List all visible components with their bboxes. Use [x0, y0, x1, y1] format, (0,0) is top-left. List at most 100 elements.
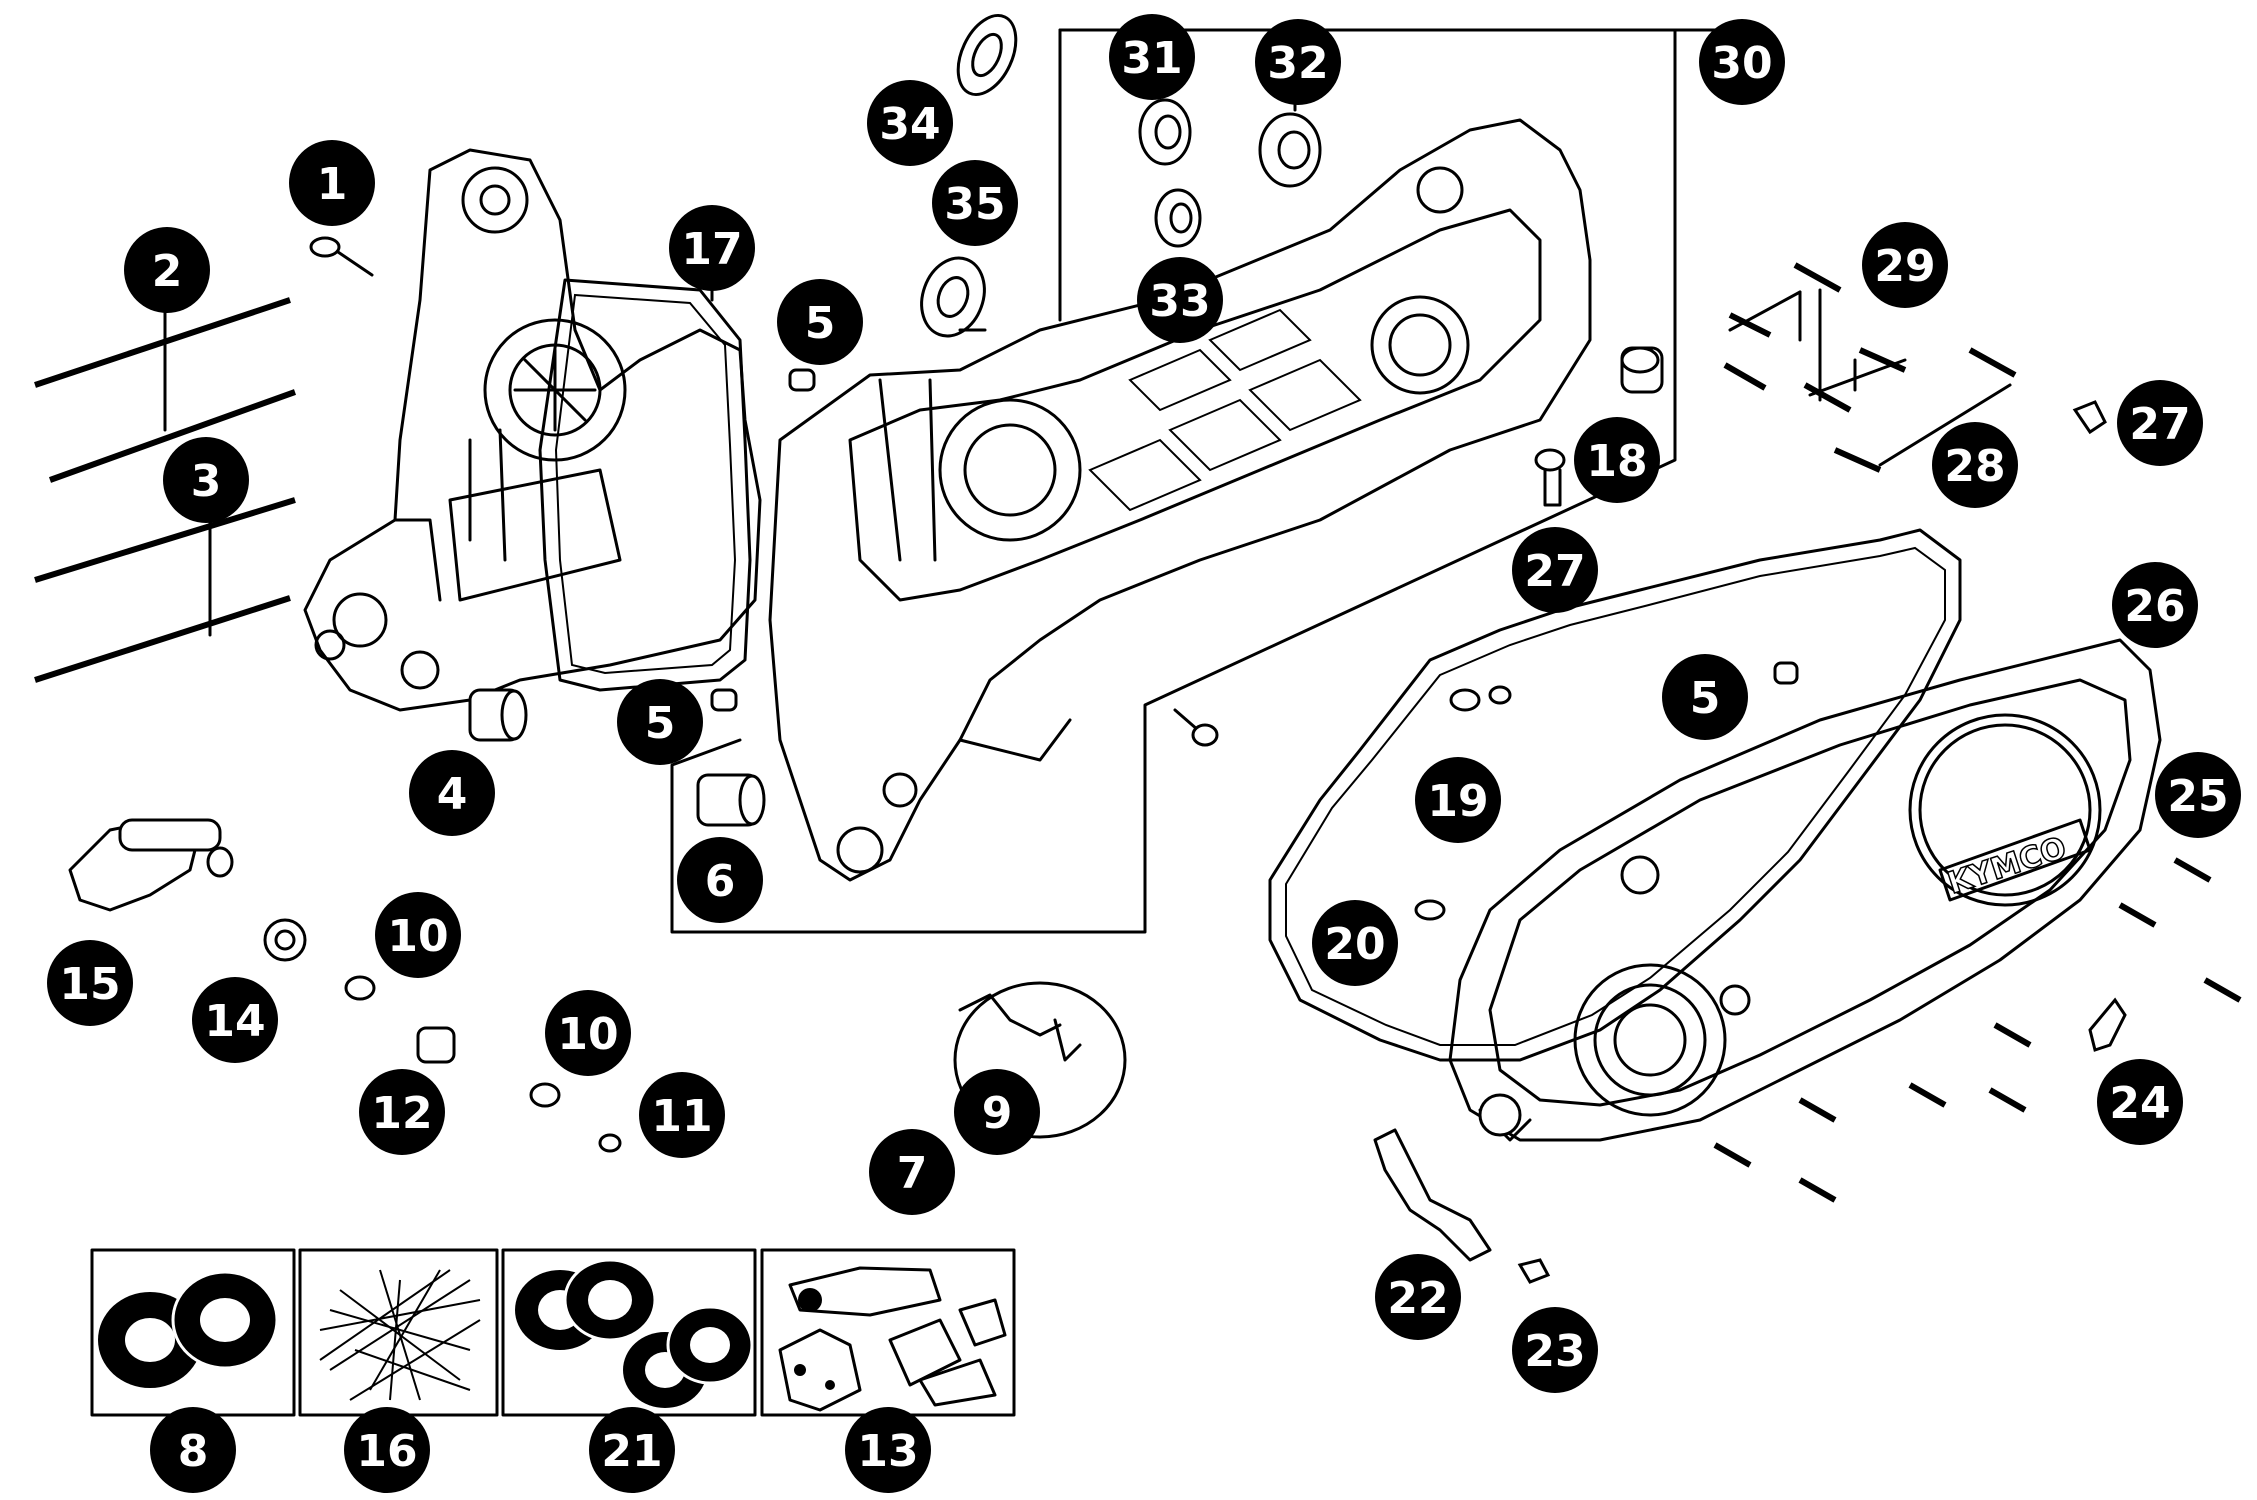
svg-text:27: 27 [2129, 399, 2190, 450]
svg-text:34: 34 [879, 99, 940, 150]
box-8 [90, 1248, 296, 1417]
svg-text:16: 16 [356, 1426, 417, 1477]
bearing-35 [920, 256, 986, 338]
callout-31: 31 [1109, 14, 1195, 100]
callout-11: 11 [639, 1072, 725, 1158]
svg-text:15: 15 [59, 959, 120, 1010]
callout-7: 7 [869, 1129, 955, 1215]
svg-text:30: 30 [1711, 38, 1772, 89]
stud-bolts [34, 297, 297, 683]
svg-text:1: 1 [317, 159, 348, 210]
bushing-12 [416, 1026, 456, 1064]
svg-text:9: 9 [982, 1088, 1013, 1139]
crankcase-cover-26: KYMCO [1448, 638, 2162, 1142]
callout-33: 33 [1137, 257, 1223, 343]
svg-text:29: 29 [1874, 241, 1935, 292]
cover-screws [1713, 857, 2242, 1203]
svg-text:26: 26 [2124, 581, 2185, 632]
svg-text:4: 4 [437, 769, 468, 820]
box-21 [501, 1248, 757, 1417]
washer-10a [344, 975, 376, 1001]
callout-6: 6 [677, 837, 763, 923]
box-13 [760, 1248, 1016, 1417]
callout-28: 28 [1932, 422, 2018, 508]
spring-14 [263, 918, 307, 962]
svg-text:8: 8 [178, 1426, 209, 1477]
kick-gear-15 [68, 818, 234, 912]
svg-text:7: 7 [897, 1148, 928, 1199]
svg-text:35: 35 [944, 179, 1005, 230]
callout-1: 1 [289, 140, 375, 226]
bracket-22 [1373, 1128, 1492, 1262]
svg-text:5: 5 [1690, 673, 1721, 724]
callout-15: 15 [47, 940, 133, 1026]
callout-19: 19 [1415, 757, 1501, 843]
callout-32: 32 [1255, 19, 1341, 105]
callout-13: 13 [845, 1407, 931, 1493]
svg-text:20: 20 [1324, 919, 1385, 970]
callout-22: 22 [1375, 1254, 1461, 1340]
bushing-18 [1620, 346, 1664, 394]
cover-logo: KYMCO [1943, 830, 2070, 901]
dowel-pins [710, 368, 1799, 712]
svg-text:27: 27 [1524, 546, 1585, 597]
bearing-34 [956, 13, 1018, 97]
svg-text:13: 13 [857, 1426, 918, 1477]
svg-text:10: 10 [557, 1009, 618, 1060]
callout-8: 8 [150, 1407, 236, 1493]
svg-text:17: 17 [681, 224, 742, 275]
svg-text:21: 21 [601, 1426, 662, 1477]
svg-text:10: 10 [387, 911, 448, 962]
callout-30: 30 [1699, 19, 1785, 105]
callout-27: 27 [1512, 527, 1598, 613]
svg-text:5: 5 [645, 698, 676, 749]
callout-2: 2 [124, 227, 210, 313]
bushing-6 [696, 773, 766, 827]
callout-21: 21 [589, 1407, 675, 1493]
svg-text:12: 12 [371, 1088, 432, 1139]
hose-set-7 [953, 981, 1127, 1139]
bearing-31 [1138, 98, 1192, 166]
bearing-33 [1154, 188, 1202, 248]
callout-14: 14 [192, 977, 278, 1063]
callout-34: 34 [867, 80, 953, 166]
svg-text:28: 28 [1944, 441, 2005, 492]
callout-17: 17 [669, 205, 755, 291]
leader-lines [958, 28, 1722, 332]
callout-26: 26 [2112, 562, 2198, 648]
callout-5: 5 [777, 279, 863, 365]
callout-23: 23 [1512, 1307, 1598, 1393]
box-16 [298, 1248, 499, 1417]
ring-11 [598, 1133, 622, 1153]
callout-16: 16 [344, 1407, 430, 1493]
callout-35: 35 [932, 160, 1018, 246]
svg-text:22: 22 [1387, 1273, 1448, 1324]
svg-text:31: 31 [1121, 33, 1182, 84]
callout-4: 4 [409, 750, 495, 836]
svg-text:18: 18 [1586, 436, 1647, 487]
svg-text:24: 24 [2109, 1078, 2170, 1129]
svg-text:25: 25 [2167, 771, 2228, 822]
callout-24: 24 [2097, 1059, 2183, 1145]
nut-23 [1517, 1258, 1551, 1284]
svg-text:14: 14 [204, 996, 265, 1047]
plug-20 [1414, 899, 1446, 921]
callout-27: 27 [2117, 380, 2203, 466]
callout-5: 5 [1662, 654, 1748, 740]
callout-5: 5 [617, 679, 703, 765]
svg-text:5: 5 [805, 298, 836, 349]
callout-3: 3 [163, 437, 249, 523]
svg-text:19: 19 [1427, 776, 1488, 827]
callout-18: 18 [1574, 417, 1660, 503]
drain-plug [1534, 448, 1566, 507]
svg-text:3: 3 [191, 456, 222, 507]
cover-bolts-upper [1723, 262, 2107, 473]
callout-10: 10 [545, 990, 631, 1076]
bushing-4 [468, 688, 528, 742]
crankcase-bolt [1173, 708, 1219, 747]
gasket-19 [1268, 528, 1962, 1062]
washer-10b [529, 1082, 561, 1108]
callout-9: 9 [954, 1069, 1040, 1155]
callout-25: 25 [2155, 752, 2241, 838]
